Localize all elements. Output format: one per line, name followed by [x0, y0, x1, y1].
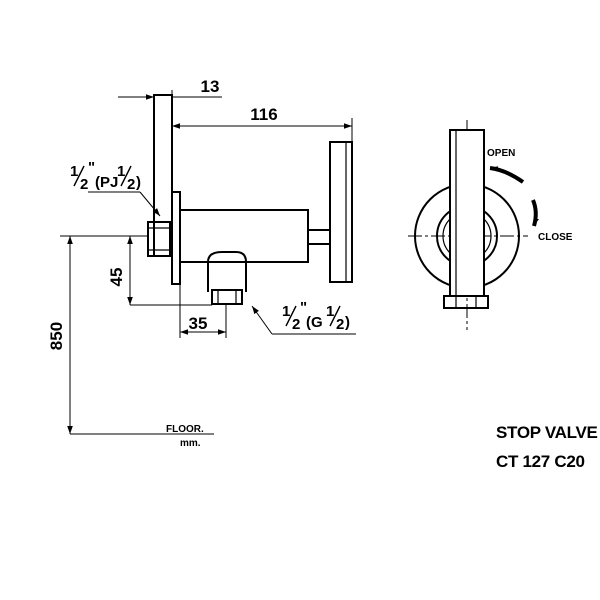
- svg-text:(PJ: (PJ: [95, 174, 118, 191]
- product-name: STOP VALVE: [496, 423, 598, 442]
- side-dimensions: [60, 90, 356, 435]
- outlet-elbow: [207, 251, 247, 292]
- floor-label: FLOOR.: [166, 424, 204, 435]
- inlet-nipple: [147, 221, 171, 257]
- inlet-thread-label: 1 2 " (PJ 1 2 ): [70, 159, 141, 193]
- side-view: [147, 94, 353, 305]
- svg-text:2: 2: [336, 316, 344, 333]
- svg-text:1: 1: [326, 303, 334, 320]
- svg-text:1: 1: [117, 163, 125, 180]
- svg-text:): ): [345, 314, 350, 331]
- svg-text:(G: (G: [306, 314, 323, 331]
- dim-45: 45: [107, 268, 126, 287]
- close-arrow-icon: [531, 199, 539, 227]
- svg-text:): ): [136, 174, 141, 191]
- front-handle: [449, 129, 485, 297]
- dim-850: 850: [47, 322, 66, 350]
- product-code: CT 127 C20: [496, 452, 585, 471]
- svg-text:1: 1: [282, 303, 290, 320]
- front-outlet-nut: [443, 295, 489, 309]
- outlet-thread-label: 1 2 " (G 1 2 ): [282, 299, 350, 333]
- outlet-nut: [211, 289, 243, 305]
- wall-flange: [171, 191, 181, 285]
- unit-label: mm.: [180, 438, 201, 449]
- handle-side: [329, 141, 353, 283]
- svg-text:1: 1: [70, 163, 78, 180]
- svg-text:": ": [300, 299, 307, 316]
- close-label: CLOSE: [538, 232, 573, 243]
- dim-35: 35: [189, 314, 208, 333]
- front-view: [408, 120, 528, 330]
- valve-stem: [307, 229, 331, 245]
- svg-text:2: 2: [80, 176, 88, 193]
- svg-text:2: 2: [292, 316, 300, 333]
- dim-13: 13: [201, 77, 220, 96]
- svg-text:2: 2: [127, 176, 135, 193]
- open-arrow-icon: [489, 166, 525, 184]
- svg-text:": ": [88, 159, 95, 176]
- open-label: OPEN: [487, 148, 515, 159]
- dim-116: 116: [250, 105, 277, 124]
